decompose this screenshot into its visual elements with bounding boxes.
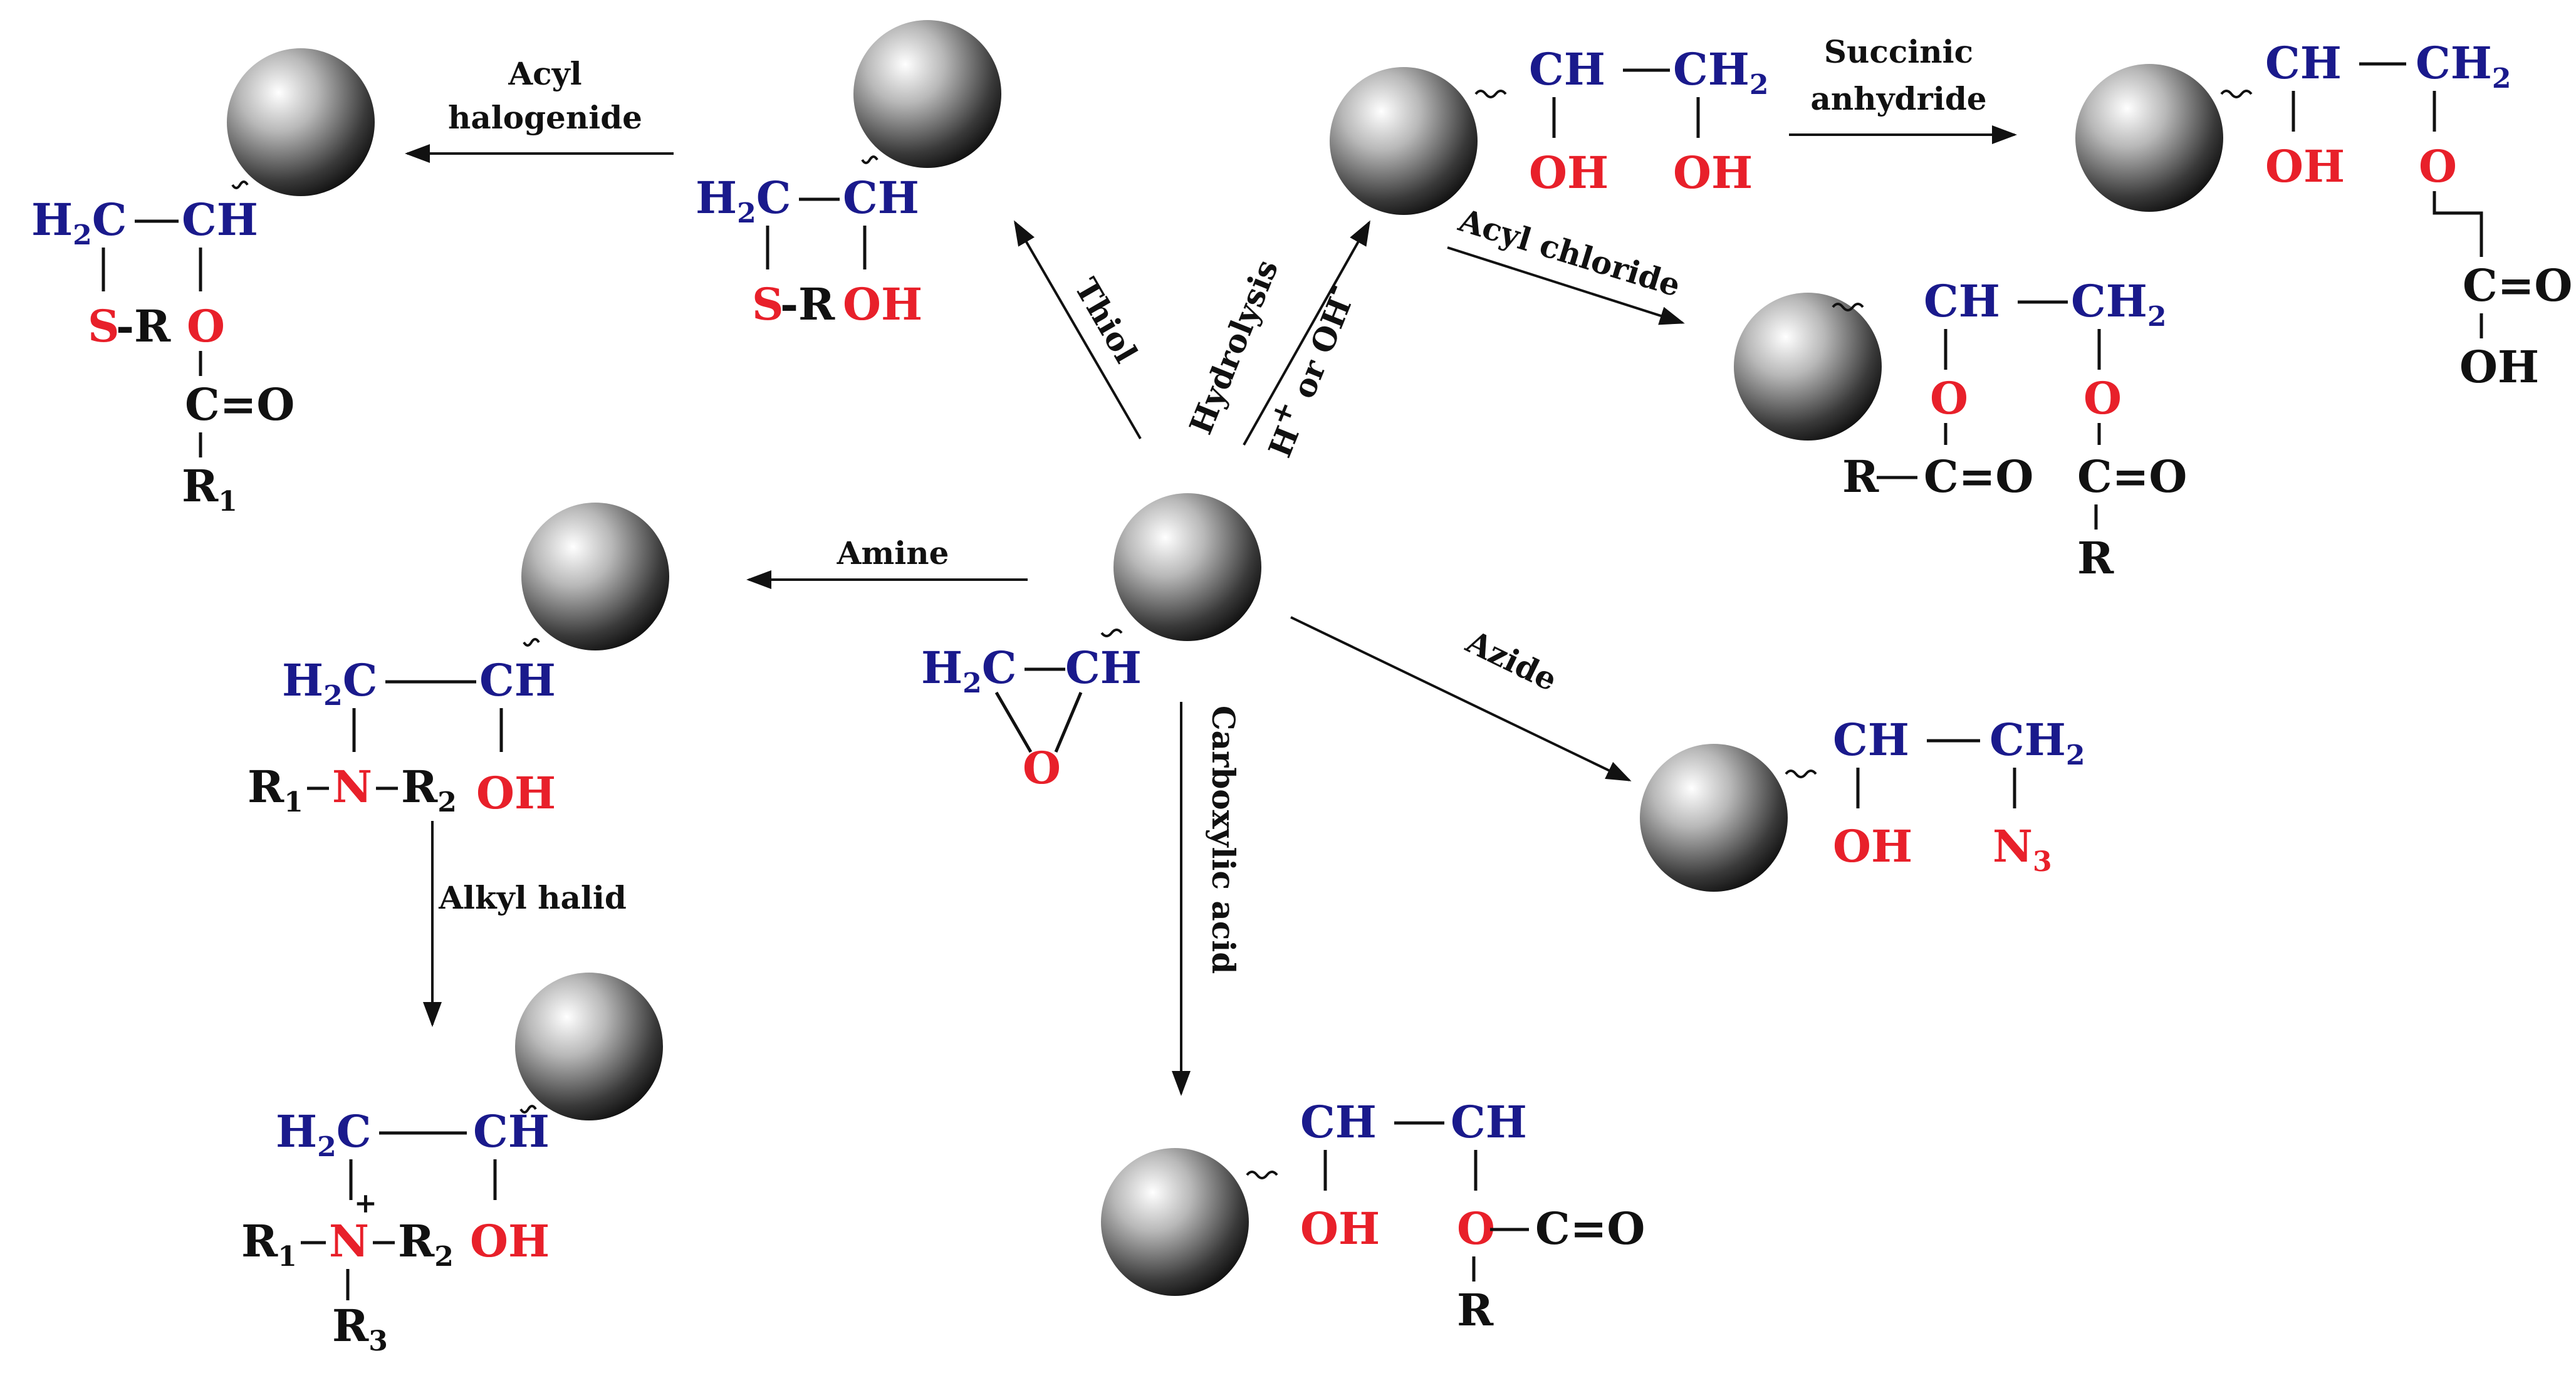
label-amine: Amine [837,535,949,572]
label-acyl-chloride: Acyl chloride [1454,201,1685,304]
label-thiol: Thiol [1067,272,1145,369]
svg-text:CH: CH [843,172,919,224]
svg-text:R: R [1457,1284,1494,1336]
svg-text:CH: CH [1300,1096,1377,1148]
product-amine: H2C CH R1 N R2 OH [248,503,669,819]
svg-text:N: N [329,1215,369,1267]
label-alkyl-halid: Alkyl halid [438,879,627,916]
svg-text:O: O [1457,1203,1495,1255]
svg-text:O: O [2083,372,2122,424]
svg-text:-R: -R [780,278,835,330]
svg-text:O: O [187,300,225,352]
svg-text:H2C: H2C [696,172,791,229]
label-acyl-halogenide-1: Acyl [508,55,581,92]
svg-text:CH: CH [182,194,258,246]
epoxide-ch: CH [1065,642,1142,694]
svg-text:CH: CH [2265,37,2342,89]
product-azide: CH CH2 OH N3 [1640,714,2085,892]
arrows [405,125,2017,1096]
svg-text:OH: OH [476,767,556,819]
svg-text:OH: OH [1673,147,1753,199]
particle-sphere [1113,493,1261,641]
svg-text:CH: CH [479,654,556,706]
svg-text:H2C: H2C [31,194,127,251]
svg-text:C=O: C=O [1924,451,2033,503]
arrow-acyl-chloride [1447,246,1685,325]
svg-text:CH: CH [473,1105,550,1157]
product-ammonium: H2C CH R1 N + R2 R3 OH [241,973,663,1357]
product-acyl-halogenide: H2C CH S -R O C=O R1 [31,48,375,518]
label-azide: Azide [1460,623,1563,699]
svg-text:OH: OH [470,1215,550,1267]
svg-text:CH2: CH2 [1989,714,2085,771]
svg-text:OH: OH [2459,341,2539,393]
svg-text:OH: OH [1833,820,1912,872]
svg-text:OH: OH [1300,1203,1380,1255]
epoxide-o: O [1023,742,1061,794]
svg-text:-R: -R [116,300,171,352]
svg-text:N3: N3 [1993,820,2052,878]
svg-text:C=O: C=O [1535,1203,1645,1255]
svg-text:CH: CH [1451,1096,1527,1148]
svg-text:O: O [2419,140,2457,192]
svg-text:R1: R1 [248,761,303,818]
label-succinic-1: Succinic [1824,33,1973,70]
product-thiol: H2C CH S -R OH [696,20,1001,330]
label-carboxylic-acid: Carboxylic acid [1205,706,1242,974]
label-acyl-halogenide-2: halogenide [448,99,642,136]
product-acyl-chloride: CH CH2 O R C=O O C=O R [1734,275,2187,584]
svg-text:O: O [1930,372,1968,424]
product-succinic: CH CH2 OH O C=O OH [2075,37,2572,393]
svg-text:CH2: CH2 [2071,275,2166,333]
svg-text:R1: R1 [182,460,237,518]
svg-text:OH: OH [1529,147,1609,199]
svg-text:R: R [1842,451,1879,503]
svg-text:R2: R2 [401,761,457,818]
svg-text:N: N [332,761,372,813]
svg-text:OH: OH [843,278,922,330]
svg-text:OH: OH [2265,140,2345,192]
svg-text:C=O: C=O [2077,451,2187,503]
svg-text:CH: CH [1833,714,1909,766]
svg-text:+: + [354,1188,377,1219]
svg-text:CH: CH [1924,275,2000,327]
svg-text:CH2: CH2 [1673,43,1768,101]
svg-text:R3: R3 [332,1300,388,1357]
tether-linker [1100,629,1123,637]
svg-text:C=O: C=O [185,378,295,431]
svg-text:R2: R2 [398,1215,454,1273]
svg-text:R: R [2077,532,2114,584]
arrow-thiol [1013,220,1142,440]
arrow-azide [1290,616,1632,781]
svg-text:CH: CH [1529,43,1605,95]
epoxide-particle: H2C CH O [921,493,1261,794]
epoxide-h2c: H2C [921,642,1016,699]
svg-text:C=O: C=O [2463,259,2572,311]
svg-text:H2C: H2C [276,1105,371,1163]
arrow-hydrolysis [1243,220,1370,446]
product-carboxylic: CH CH OH O C=O R [1101,1096,1645,1336]
svg-text:R1: R1 [241,1215,297,1273]
svg-text:H2C: H2C [282,654,377,712]
svg-text:S: S [88,300,120,352]
label-succinic-2: anhydride [1810,80,1986,117]
product-diol: CH CH2 OH OH [1330,43,1768,215]
svg-text:CH2: CH2 [2416,37,2511,95]
svg-text:S: S [752,278,784,330]
